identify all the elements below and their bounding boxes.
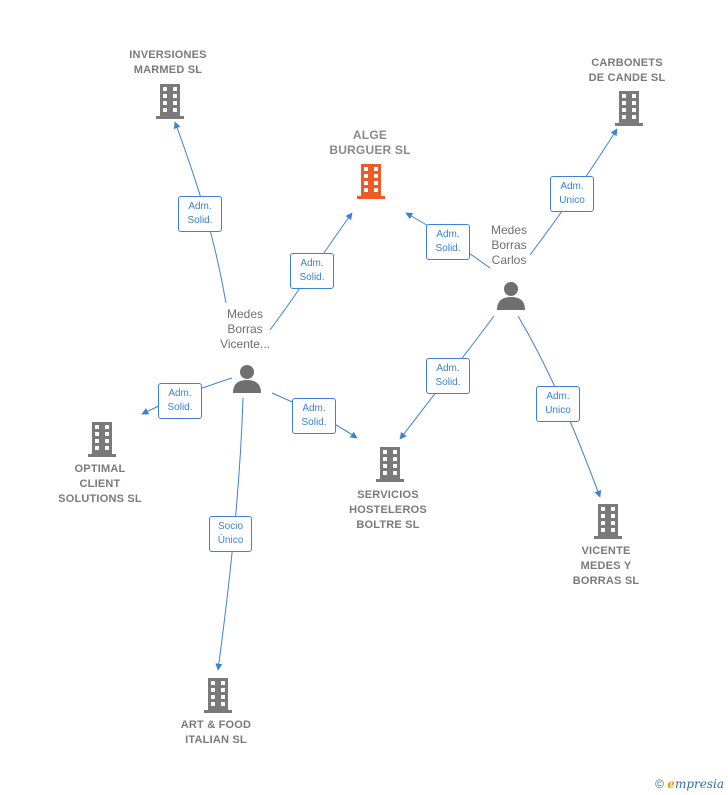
relation-badge-vicente-artfood: Socio Único [209,516,252,552]
person-icon-vicente[interactable] [232,363,262,393]
relation-badge-vicente-alge: Adm. Solid. [290,253,334,289]
company-label-artfood: ART & FOOD ITALIAN SL [180,719,252,746]
building-icon-alge[interactable] [355,164,387,200]
building-icon-vicente-medes[interactable] [592,504,624,540]
person-label-vicente: Medes Borras Vicente... [220,307,270,351]
logo-letter-e: e [667,777,675,791]
relation-badge-carlos-alge: Adm. Solid. [426,224,470,260]
relation-badge-carlos-vicente-medes: Adm. Unico [536,386,580,422]
company-label-carbonets: CARBONETS DE CANDE SL [588,57,666,84]
building-icon-servicios[interactable] [374,447,406,483]
company-label-optimal: OPTIMAL CLIENT SOLUTIONS SL [58,463,142,505]
building-icon-inversiones[interactable] [154,84,186,120]
copyright-symbol: © [655,777,664,791]
company-label-vicente-medes: VICENTE MEDES Y BORRAS SL [572,545,640,587]
company-label-inversiones: INVERSIONES MARMED SL [129,49,207,76]
relation-badge-carlos-servicios: Adm. Solid. [426,358,470,394]
company-label-servicios: SERVICIOS HOSTELEROS BOLTRE SL [349,489,427,531]
empresia-logo: empresia [667,777,724,791]
footer-brand[interactable]: © empresia [655,777,724,791]
building-icon-carbonets[interactable] [613,91,645,127]
building-icon-optimal[interactable] [86,422,118,458]
person-label-carlos: Medes Borras Carlos [490,223,528,267]
building-icon-artfood[interactable] [202,678,234,714]
company-label-alge: ALGE BURGUER SL [329,128,411,157]
person-icon-carlos[interactable] [496,280,526,310]
relation-badge-vicente-optimal: Adm. Solid. [158,383,202,419]
relation-badge-carlos-carbonets: Adm. Unico [550,176,594,212]
logo-text: mpresia [674,777,724,791]
relation-badge-vicente-inversiones: Adm. Solid. [178,196,222,232]
relation-badge-vicente-servicios: Adm. Solid. [292,398,336,434]
